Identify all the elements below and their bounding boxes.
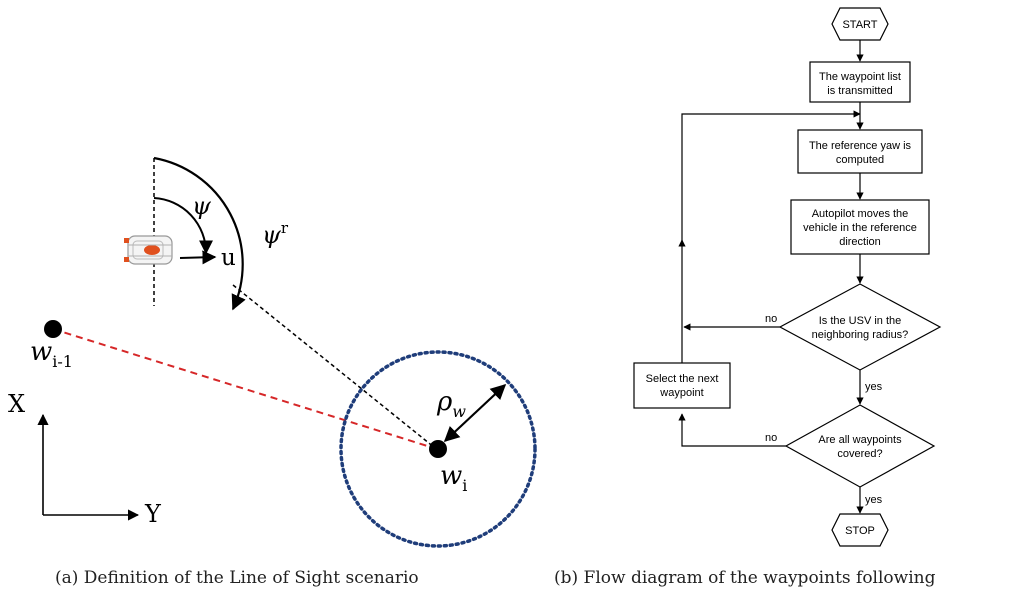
caption-right: (b) Flow diagram of the waypoints follow… xyxy=(554,568,936,588)
step-select-next: Select the next waypoint xyxy=(633,362,731,409)
heading-arrow xyxy=(179,250,217,265)
svg-text:direction: direction xyxy=(839,236,881,248)
svg-text:Select the next: Select the next xyxy=(646,373,719,385)
label-u: u xyxy=(221,245,236,271)
svg-text:Autopilot moves the: Autopilot moves the xyxy=(812,208,909,220)
line-of-sight xyxy=(232,284,436,449)
label-rho: ρw xyxy=(436,387,466,421)
step-autopilot-move: Autopilot moves the vehicle in the refer… xyxy=(790,199,930,255)
label-psi: ψ xyxy=(192,192,212,220)
label-yes-2: yes xyxy=(865,494,883,506)
svg-text:Are all waypoints: Are all waypoints xyxy=(818,434,902,446)
radius-arrow xyxy=(443,383,507,443)
flow-diagram: START The waypoint list is transmitted T… xyxy=(633,7,942,547)
svg-text:covered?: covered? xyxy=(837,448,882,460)
decision-neighboring-radius: Is the USV in the neighboring radius? xyxy=(778,283,942,371)
caption-left: (a) Definition of the Line of Sight scen… xyxy=(55,568,419,588)
axis-y-label: Y xyxy=(144,500,162,528)
svg-text:is transmitted: is transmitted xyxy=(827,85,892,97)
waypoint-path xyxy=(52,328,438,450)
label-w-i: wi xyxy=(440,461,467,495)
waypoint-previous xyxy=(44,320,62,338)
label-w-prev: wi-1 xyxy=(30,337,73,371)
axis-x-label: X xyxy=(8,390,25,418)
usv-boat-icon xyxy=(124,235,173,265)
decision-all-covered: Are all waypoints covered? xyxy=(784,404,936,488)
svg-text:neighboring radius?: neighboring radius? xyxy=(812,329,909,341)
svg-text:The reference yaw is: The reference yaw is xyxy=(809,140,912,152)
svg-text:STOP: STOP xyxy=(845,525,875,537)
svg-text:The waypoint list: The waypoint list xyxy=(819,71,901,83)
label-no-2: no xyxy=(765,432,777,444)
psi-arc xyxy=(153,197,214,255)
svg-text:START: START xyxy=(842,19,877,31)
psi-r-arc xyxy=(153,156,246,311)
waypoint-current xyxy=(429,440,447,458)
label-psi-r: ψr xyxy=(262,219,289,249)
acceptance-circle xyxy=(339,350,537,548)
flow-loop-top xyxy=(681,110,861,242)
los-diagram: ψ ψr u wi-1 wi ρw X Y xyxy=(8,156,537,548)
stop-terminal: STOP xyxy=(831,513,889,547)
step-transmit-list: The waypoint list is transmitted xyxy=(809,61,911,103)
label-no-1: no xyxy=(765,313,777,325)
svg-text:Is the USV in the: Is the USV in the xyxy=(819,315,902,327)
step-compute-yaw: The reference yaw is computed xyxy=(797,129,923,174)
svg-text:computed: computed xyxy=(836,154,884,166)
svg-text:waypoint: waypoint xyxy=(659,387,703,399)
svg-text:vehicle in the reference: vehicle in the reference xyxy=(803,222,917,234)
flow-arrow-no-2 xyxy=(678,413,786,447)
label-yes-1: yes xyxy=(865,381,883,393)
start-terminal: START xyxy=(831,7,889,41)
